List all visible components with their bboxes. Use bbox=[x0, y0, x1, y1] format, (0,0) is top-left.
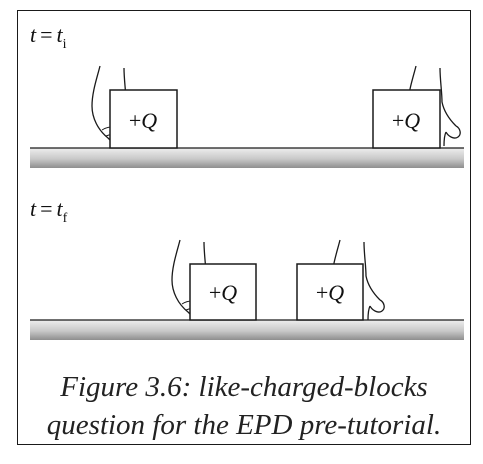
block-charge-label: +Q bbox=[316, 280, 344, 305]
time-label-final: t=tf bbox=[30, 196, 68, 226]
table-surface-initial bbox=[30, 148, 464, 168]
block-charge-label: +Q bbox=[129, 108, 157, 133]
charged-block bbox=[109, 89, 178, 149]
figure-caption: Figure 3.6: like-charged-blocks question… bbox=[18, 368, 470, 444]
caption-line-1: Figure 3.6: like-charged-blocks bbox=[60, 371, 428, 403]
block-charge-label: +Q bbox=[209, 280, 237, 305]
panel-final: t=tf +Q +Q bbox=[30, 196, 464, 340]
figure-border bbox=[17, 10, 471, 445]
charged-block bbox=[296, 263, 364, 321]
time-label-initial: t=ti bbox=[30, 22, 67, 52]
caption-line-2: question for the EPD pre-tutorial. bbox=[46, 409, 442, 441]
charged-block bbox=[189, 263, 257, 321]
panel-initial: t=ti +Q +Q bbox=[30, 22, 464, 168]
block-charge-label: +Q bbox=[392, 108, 420, 133]
charged-block bbox=[372, 89, 441, 149]
table-surface-final bbox=[30, 320, 464, 340]
